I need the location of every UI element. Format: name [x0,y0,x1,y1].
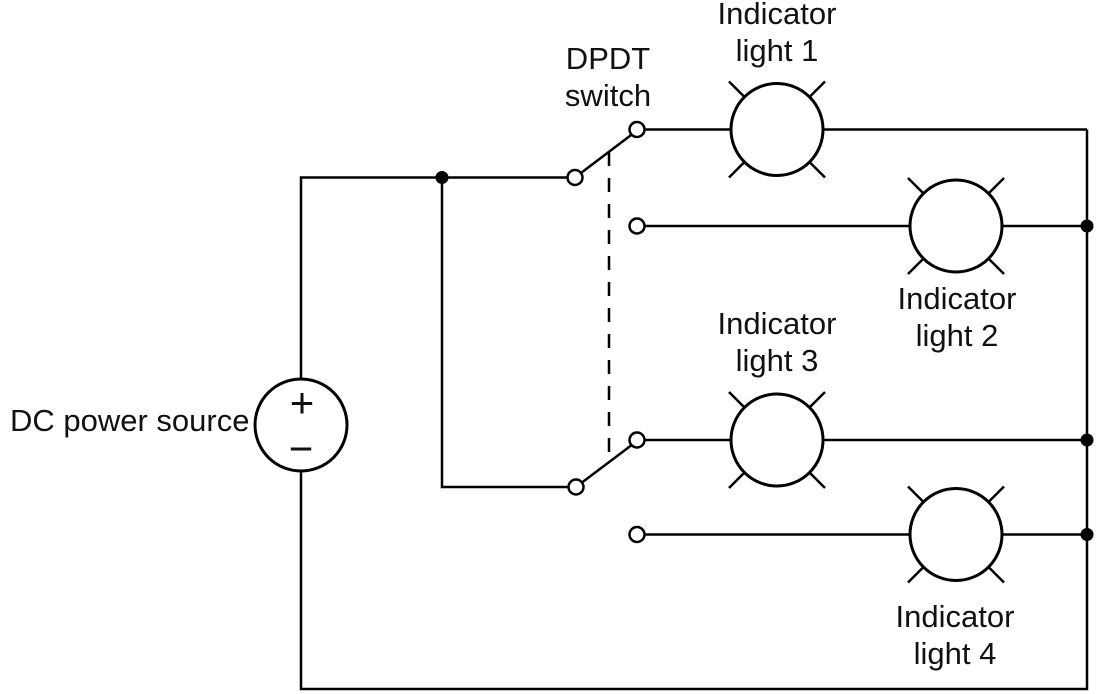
switch-pole-1-terminal [566,168,584,187]
power-source-circle [253,377,349,473]
switch-blade-2 [575,440,638,488]
switch-pole-2-terminal [567,478,585,496]
label-dpdt-switch: DPDT switch [564,41,652,113]
junction-dot-light4 [1080,528,1094,541]
lamp-3-rays [728,391,826,489]
switch-throw-2-terminal [628,217,646,235]
switch-blade-1 [574,129,638,179]
label-indicator-light-4: Indicator light 4 [895,599,1015,671]
switch-throw-3-terminal [628,431,646,449]
minus-symbol: − [288,425,314,472]
label-indicator-light-2: Indicator light 2 [897,281,1017,353]
junction-dot-light2 [1080,219,1094,233]
lamp-3-circle [729,392,825,488]
label-dc-power-source: DC power source [10,403,250,438]
plus-symbol: + [289,379,315,426]
lamp-1-circle [729,82,825,177]
junction-dot-light3 [1080,433,1094,447]
label-indicator-light-1: Indicator light 1 [717,0,837,68]
lamp-2-rays [907,177,1005,275]
lamp-2-circle [908,178,1004,274]
junction-dot-top [435,171,449,184]
switch-throw-1-terminal [628,120,646,139]
label-indicator-light-3: Indicator light 3 [717,306,837,378]
lamp-4-circle [908,487,1004,582]
switch-throw-4-terminal [628,525,646,544]
wire-source-positive-to-pole1 [299,176,568,379]
wire-junction-to-pole2 [440,177,569,489]
wire-source-negative-bottom-right-rail [299,129,1089,691]
lamp-1-rays [728,80,826,179]
lamp-4-rays [907,485,1005,584]
